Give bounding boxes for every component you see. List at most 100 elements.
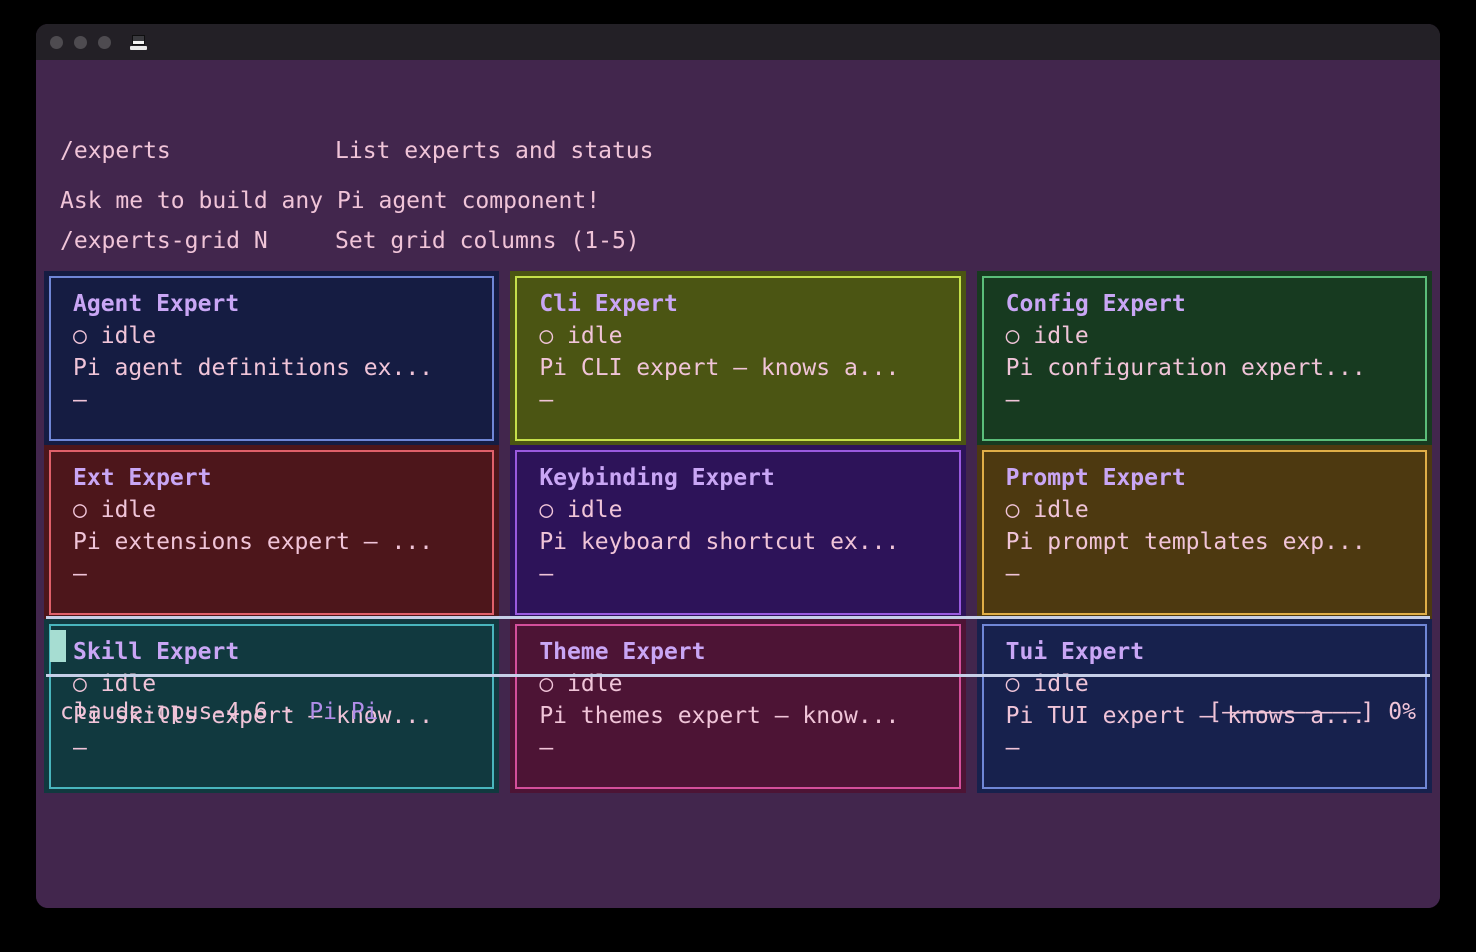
- laptop-icon: [130, 34, 147, 50]
- expert-card-frame: Cli Expert ○ idle Pi CLI expert — knows a.…: [515, 276, 961, 441]
- expert-card-footer: —: [1005, 387, 1020, 413]
- help-description: Set grid columns (1-5): [335, 228, 640, 254]
- input-divider-top: [46, 616, 1430, 619]
- expert-card-status: ○ idle: [1006, 494, 1413, 526]
- expert-card[interactable]: Config Expert ○ idle Pi configuration expe…: [976, 271, 1432, 445]
- expert-card-status: ○ idle: [73, 494, 480, 526]
- experts-grid: Agent Expert ○ idle Pi agent definitions e…: [44, 271, 1432, 793]
- expert-card-frame: Keybinding Expert ○ idle Pi keyboard short…: [515, 450, 961, 615]
- expert-card-description: Pi themes expert — know...: [539, 703, 900, 729]
- status-model-info[interactable]: claude-opus-4-6 · Pi Pi: [60, 697, 379, 727]
- expert-card-status-label: idle: [567, 497, 623, 523]
- expert-card[interactable]: Prompt Expert ○ idle Pi prompt templates e…: [976, 445, 1432, 619]
- expert-card-title: Keybinding Expert: [539, 465, 775, 491]
- expert-card-status-label: idle: [100, 323, 157, 349]
- help-description: List experts and status: [335, 138, 654, 164]
- help-command: /experts-grid N: [60, 228, 268, 254]
- expert-card-title: Config Expert: [1005, 291, 1186, 317]
- expert-card-status: ○ idle: [73, 320, 480, 352]
- expert-card-title: Skill Expert: [73, 639, 240, 665]
- status-spacer: [87, 497, 101, 523]
- progress-spacer: [1374, 699, 1388, 725]
- status-spacer: [553, 323, 567, 349]
- expert-card-description: Pi skills expert — know...: [73, 703, 434, 729]
- help-row: /experts-grid N Set grid columns (1-5): [60, 226, 654, 256]
- progress-bar: [——————————]: [1208, 699, 1375, 725]
- progress-percent: 0%: [1388, 699, 1416, 725]
- expert-card-title: Theme Expert: [539, 639, 706, 665]
- expert-card[interactable]: Cli Expert ○ idle Pi CLI expert — knows a.…: [510, 271, 966, 445]
- expert-card-description: Pi extensions expert — ...: [73, 529, 434, 555]
- status-agent-name: Pi Pi: [309, 699, 379, 725]
- expert-card-description: Pi prompt templates exp...: [1005, 529, 1366, 555]
- expert-card-description: Pi configuration expert...: [1005, 355, 1366, 381]
- text-cursor: [50, 630, 66, 662]
- expert-card-status: ○ idle: [1006, 320, 1413, 352]
- help-command-list: /experts List experts and status /experts…: [60, 76, 654, 316]
- expert-card-frame: Ext Expert ○ idle Pi extensions expert — .…: [49, 450, 495, 615]
- minimize-button[interactable]: [74, 35, 87, 49]
- expert-card[interactable]: Ext Expert ○ idle Pi extensions expert — .…: [44, 445, 500, 619]
- expert-card-description: Pi agent definitions ex...: [73, 355, 434, 381]
- expert-card-title: Ext Expert: [73, 465, 212, 491]
- expert-card-title: Prompt Expert: [1005, 465, 1186, 491]
- expert-card[interactable]: Keybinding Expert ○ idle Pi keyboard short…: [510, 445, 966, 619]
- expert-card-frame: Config Expert ○ idle Pi configuration expe…: [981, 276, 1427, 441]
- status-model-name: claude-opus-4-6: [60, 699, 268, 725]
- status-bar: claude-opus-4-6 · Pi Pi [——————————] 0%: [36, 682, 1440, 742]
- status-spacer: [553, 497, 567, 523]
- expert-card-status-label: idle: [1033, 497, 1089, 523]
- status-circle-icon: ○: [73, 671, 87, 697]
- expert-card-footer: —: [73, 735, 87, 761]
- expert-card-footer: —: [1005, 735, 1020, 761]
- status-circle-icon: ○: [1005, 323, 1020, 349]
- expert-card-description: Pi CLI expert — knows a...: [539, 355, 900, 381]
- expert-card-status-label: idle: [100, 497, 157, 523]
- expert-card-footer: —: [539, 561, 554, 587]
- expert-card-title: Agent Expert: [73, 291, 240, 317]
- expert-card-frame: Prompt Expert ○ idle Pi prompt templates e…: [981, 450, 1427, 615]
- status-spacer: [1020, 497, 1034, 523]
- expert-card-footer: —: [73, 561, 87, 587]
- expert-card-title: Tui Expert: [1005, 639, 1145, 665]
- status-spacer: [87, 323, 101, 349]
- status-circle-icon: ○: [1005, 497, 1020, 523]
- expert-card-footer: —: [539, 387, 554, 413]
- status-circle-icon: ○: [539, 671, 554, 697]
- input-divider-bottom: [46, 674, 1430, 677]
- close-button[interactable]: [50, 35, 63, 49]
- status-circle-icon: ○: [539, 323, 554, 349]
- prompt-input[interactable]: [46, 622, 1430, 672]
- expert-card-footer: —: [539, 735, 554, 761]
- terminal-window: /experts List experts and status /experts…: [36, 24, 1440, 908]
- status-circle-icon: ○: [539, 497, 554, 523]
- expert-card-description: Pi TUI expert — knows a...: [1005, 703, 1366, 729]
- expert-card-description: Pi keyboard shortcut ex...: [539, 529, 900, 555]
- status-separator: ·: [267, 699, 310, 725]
- terminal-body: /experts List experts and status /experts…: [36, 60, 1440, 908]
- help-command: /experts: [60, 138, 171, 164]
- status-circle-icon: ○: [73, 323, 87, 349]
- expert-card[interactable]: Agent Expert ○ idle Pi agent definitions e…: [44, 271, 500, 445]
- prompt-hint: Ask me to build any Pi agent component!: [60, 188, 601, 214]
- expert-card-status-label: idle: [1033, 323, 1089, 349]
- window-titlebar[interactable]: [36, 24, 1440, 60]
- expert-card-frame: Agent Expert ○ idle Pi agent definitions e…: [49, 276, 495, 441]
- expert-card-status: ○ idle: [539, 494, 946, 526]
- expert-card-status: ○ idle: [539, 320, 946, 352]
- status-progress: [——————————] 0%: [1208, 697, 1416, 727]
- expert-card-status-label: idle: [567, 323, 623, 349]
- expert-card-footer: —: [1005, 561, 1020, 587]
- status-circle-icon: ○: [1005, 671, 1020, 697]
- expert-card-footer: —: [73, 387, 87, 413]
- expert-card-title: Cli Expert: [539, 291, 678, 317]
- zoom-button[interactable]: [98, 35, 111, 49]
- status-spacer: [1020, 323, 1034, 349]
